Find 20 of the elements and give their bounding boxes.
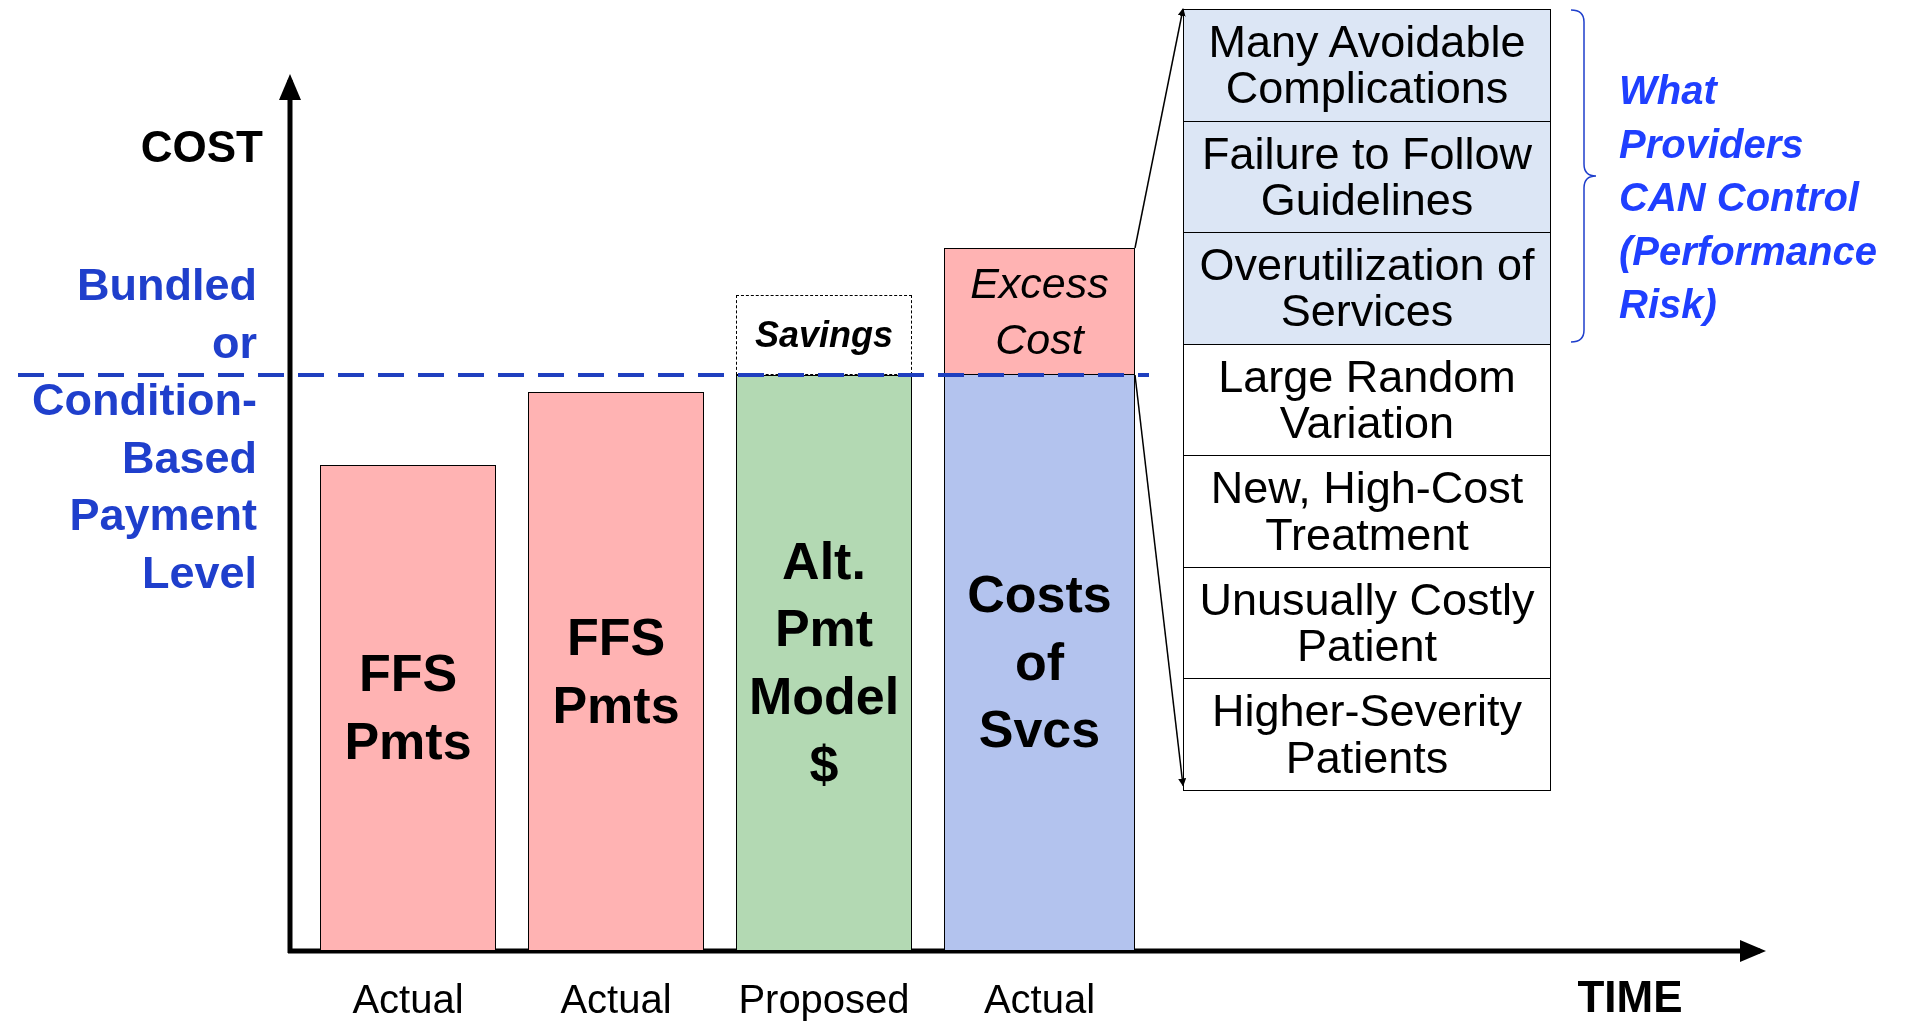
expansion-arrow (1134, 8, 1186, 249)
category-label: Actual (982, 976, 1097, 1023)
excess-cost-box: Excess Cost (944, 248, 1135, 375)
payment-bar: FFS Pmts (528, 392, 704, 951)
axis-title: COST (139, 121, 263, 173)
category-label: Actual (351, 976, 465, 1023)
performance-risk-note: What Providers CAN Control (Performance Risk) (1619, 67, 1878, 328)
category-label: Proposed (737, 976, 911, 1023)
savings-box: Savings (736, 295, 912, 375)
controllable-cost-row: Many Avoidable Complications (1184, 10, 1550, 121)
axis-title: TIME (1576, 971, 1684, 1023)
controllable-cost-row: Failure to Follow Guidelines (1184, 120, 1550, 233)
cost-factor-table (1183, 9, 1551, 791)
category-label: Actual (559, 976, 673, 1023)
cost-bar: Costs of Svcs (944, 375, 1135, 951)
payment-bar: FFS Pmts (320, 465, 496, 951)
expansion-arrow (1134, 374, 1187, 787)
payment-bar: Alt. Pmt Model $ (736, 375, 912, 951)
payment-level-label: Bundled or Condition-Based Payment Level (31, 258, 257, 600)
controllable-cost-row: Overutilization of Services (1184, 232, 1550, 344)
